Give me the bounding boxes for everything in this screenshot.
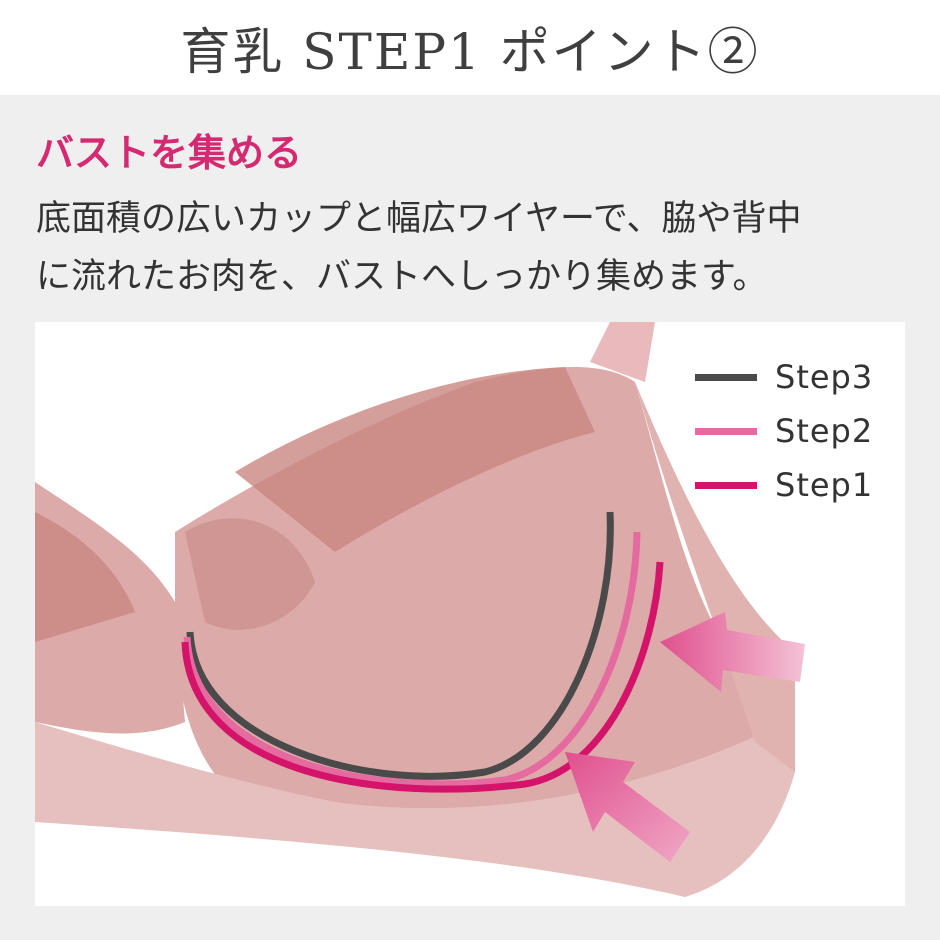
strap	[590, 322, 655, 382]
legend-swatch	[695, 481, 757, 489]
title-band: 育乳 STEP1 ポイント②	[0, 0, 940, 95]
arrow-side-icon	[660, 612, 805, 692]
section-description: 底面積の広いカップと幅広ワイヤーで、脇や背中 に流れたお肉を、バストへしっかり集…	[36, 190, 916, 306]
legend-label: Step1	[775, 466, 874, 504]
legend-item-step3: Step3	[695, 350, 873, 404]
legend-item-step1: Step1	[695, 458, 873, 512]
arrow-bottom-icon	[565, 752, 690, 862]
description-line: 底面積の広いカップと幅広ワイヤーで、脇や背中	[36, 199, 802, 239]
wire-step2	[183, 531, 641, 788]
lace-band	[35, 722, 795, 897]
legend-swatch	[695, 427, 757, 435]
wire-step3	[186, 511, 614, 780]
product-image: Step3 Step2 Step1	[35, 322, 905, 906]
bra-illustration	[35, 322, 805, 897]
section-heading: バストを集める	[36, 131, 303, 175]
description-line: に流れたお肉を、バストへしっかり集めます。	[36, 257, 768, 297]
wire-step1	[181, 561, 664, 793]
page-title: 育乳 STEP1 ポイント②	[180, 23, 760, 81]
legend-label: Step2	[775, 412, 874, 450]
legend-label: Step3	[775, 358, 874, 396]
legend-swatch	[695, 373, 757, 381]
legend-item-step2: Step2	[695, 404, 873, 458]
legend: Step3 Step2 Step1	[695, 350, 873, 512]
